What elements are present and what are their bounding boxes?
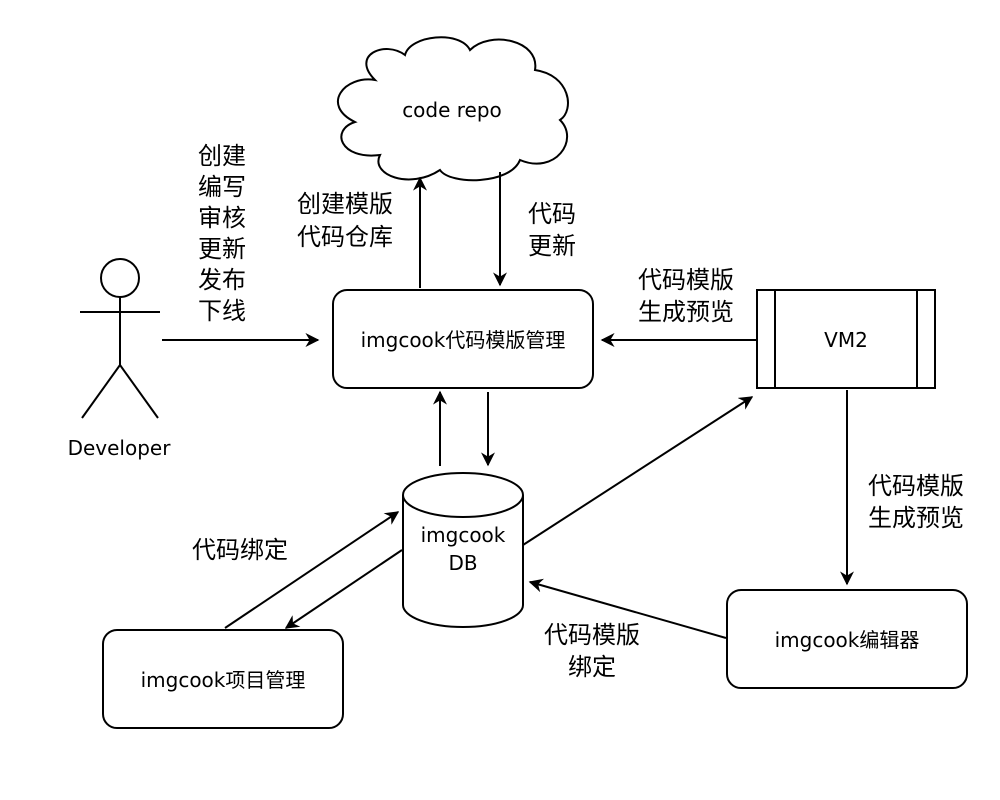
action-offline: 下线: [198, 297, 246, 325]
db-label-line2: DB: [448, 551, 477, 575]
code-update-line1: 代码: [528, 200, 576, 228]
create-repo-label: 创建模版 代码仓库: [297, 190, 393, 251]
developer-label: Developer: [68, 436, 172, 460]
vm2-label: VM2: [824, 328, 868, 352]
code-bind-label: 代码绑定: [192, 536, 288, 564]
template-manager-label: imgcook代码模版管理: [361, 328, 566, 352]
action-update: 更新: [198, 235, 246, 263]
editor-preview-line1: 代码模版: [868, 472, 964, 500]
template-manager-node: imgcook代码模版管理: [332, 289, 594, 389]
template-bind-line2: 绑定: [568, 653, 616, 681]
imgcook-db-node: imgcook DB: [402, 472, 524, 628]
vm2-node: VM2: [756, 289, 936, 389]
db-label-line1: imgcook: [421, 523, 506, 547]
project-manager-node: imgcook项目管理: [102, 629, 344, 729]
db-to-project-arrow: [284, 549, 403, 629]
vm2-preview-label: 代码模版 生成预览: [638, 266, 734, 326]
editor-to-db-arrow: [528, 578, 727, 639]
template-bind-label: 代码模版 绑定: [544, 621, 640, 681]
template-bind-line1: 代码模版: [544, 621, 640, 649]
editor-node: imgcook编辑器: [726, 589, 968, 689]
developer-actions-label: 创建 编写 审核 更新 发布 下线: [198, 142, 246, 325]
project-to-db-arrow: [224, 511, 400, 629]
editor-label: imgcook编辑器: [775, 628, 920, 652]
vm2-preview-line1: 代码模版: [638, 266, 734, 294]
editor-preview-line2: 生成预览: [868, 504, 964, 532]
action-create: 创建: [198, 142, 246, 170]
action-publish: 发布: [198, 266, 246, 294]
action-review: 审核: [198, 204, 246, 232]
vm2-preview-line2: 生成预览: [638, 298, 734, 326]
create-repo-line1: 创建模版: [297, 190, 393, 218]
editor-preview-label: 代码模版 生成预览: [868, 472, 964, 532]
code-repo-label: code repo: [402, 98, 502, 122]
db-to-vm2-arrow: [522, 396, 754, 546]
code-repo-node: code repo: [336, 36, 569, 182]
project-manager-label: imgcook项目管理: [141, 668, 306, 692]
action-write: 编写: [198, 173, 246, 201]
code-update-label: 代码 更新: [528, 200, 576, 260]
code-update-line2: 更新: [528, 232, 576, 260]
create-repo-line2: 代码仓库: [297, 223, 393, 251]
developer-actor: Developer: [68, 258, 172, 460]
